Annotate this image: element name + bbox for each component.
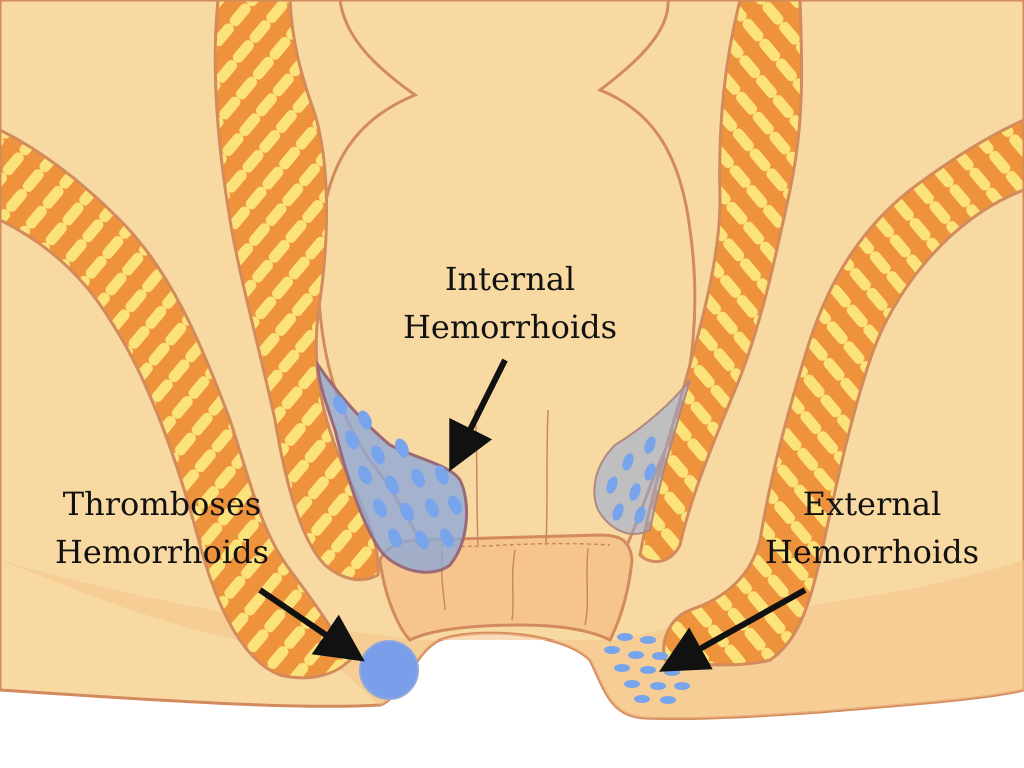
internal-hemorrhoid-right [593, 379, 691, 535]
mucosal-fold [545, 409, 549, 546]
thrombosed-hemorrhoid [359, 640, 419, 700]
right-inner-muscle [638, 0, 804, 564]
thrombosed-label-line2: Hemorrhoids [55, 533, 269, 571]
thrombosed-label-line1: Thromboses [63, 485, 261, 523]
internal-label-line1: Internal [445, 260, 575, 298]
mucosal-fold [511, 549, 516, 621]
internal-label-line2: Hemorrhoids [403, 308, 617, 346]
internal-hemorrhoid-left [316, 360, 469, 574]
lower-tissue [0, 560, 1024, 719]
left-inner-muscle [213, 0, 380, 582]
internal-hemorrhoid-right-vessels [606, 436, 656, 524]
external-label-line1: External [803, 485, 941, 523]
external-arrow [659, 587, 807, 672]
mucosal-fold [584, 547, 589, 626]
internal-hemorrhoid-left-vessels [333, 395, 462, 550]
internal-arrow [449, 358, 508, 472]
thrombosed-arrow [258, 587, 365, 662]
external-label-line2: Hemorrhoids [765, 533, 979, 571]
